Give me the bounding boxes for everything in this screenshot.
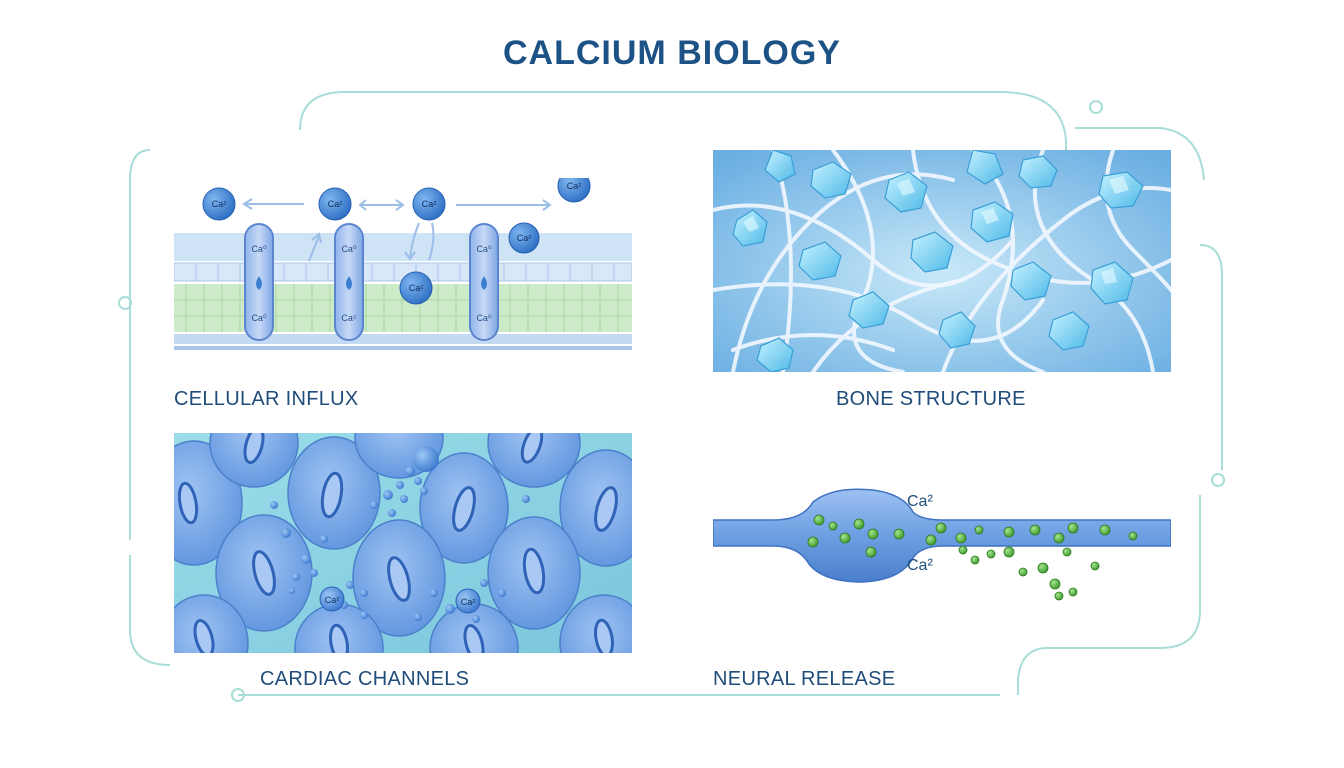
svg-text:Ca²: Ca² — [325, 595, 340, 605]
svg-text:Ca⁰: Ca⁰ — [476, 313, 492, 323]
calcium-ion: Ca² — [455, 588, 481, 614]
neural-release-panel: Ca² Ca² — [713, 480, 1171, 610]
svg-text:Ca²: Ca² — [212, 199, 227, 209]
svg-text:Ca⁵: Ca⁵ — [341, 313, 357, 323]
calcium-ion: Ca² — [319, 586, 345, 612]
svg-text:Ca⁰: Ca⁰ — [251, 313, 267, 323]
svg-text:Ca⁰: Ca⁰ — [341, 244, 357, 254]
page-title: CALCIUM BIOLOGY — [503, 34, 841, 72]
cardiac-cells — [174, 433, 632, 653]
bone-structure-panel — [713, 150, 1171, 372]
calcium-ion: Ca² — [557, 178, 591, 203]
calcium-ion: Ca² — [318, 187, 352, 221]
axon-terminal — [713, 488, 1171, 583]
ion-channel: Ca⁰ Ca⁰ — [469, 223, 499, 341]
svg-text:Ca²: Ca² — [422, 199, 437, 209]
svg-text:Ca²: Ca² — [517, 233, 532, 243]
svg-text:Ca⁰: Ca⁰ — [476, 244, 492, 254]
caption-neural-release: NEURAL RELEASE — [713, 668, 896, 690]
svg-text:Ca²: Ca² — [461, 597, 476, 607]
calcium-ion: Ca² — [202, 187, 236, 221]
svg-text:Ca²: Ca² — [328, 199, 343, 209]
calcium-ion: Ca² — [412, 187, 446, 221]
neural-ca-label-top: Ca² — [907, 493, 933, 510]
calcium-ion: Ca² — [508, 222, 540, 254]
calcium-particles — [270, 446, 530, 623]
neural-ca-label-bottom: Ca² — [907, 557, 933, 574]
cellular-influx-panel: Ca⁰ Ca⁰ Ca⁰ Ca⁵ Ca⁰ Ca⁰ Ca² Ca² Ca² Ca² … — [174, 178, 632, 356]
svg-text:Ca²: Ca² — [567, 181, 582, 191]
ion-channel: Ca⁰ Ca⁰ — [244, 223, 274, 341]
caption-cellular-influx: CELLULAR INFLUX — [174, 388, 359, 410]
caption-cardiac-channels: CARDIAC CHANNELS — [260, 668, 470, 690]
caption-bone-structure: BONE STRUCTURE — [836, 388, 1026, 410]
svg-text:Ca⁰: Ca⁰ — [251, 244, 267, 254]
cardiac-channels-panel: Ca² Ca² — [174, 433, 632, 653]
synaptic-vesicles — [807, 514, 1138, 601]
ion-channel: Ca⁰ Ca⁵ — [334, 223, 364, 341]
calcium-ion: Ca² — [399, 271, 433, 305]
svg-text:Ca²: Ca² — [409, 283, 424, 293]
